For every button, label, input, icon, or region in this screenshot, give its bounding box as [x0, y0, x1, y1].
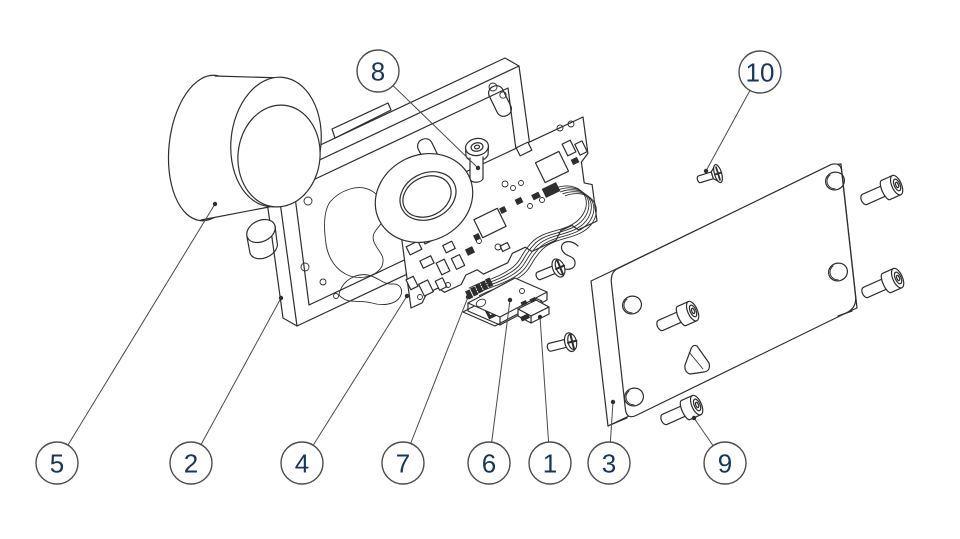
- leader-dot: [404, 293, 410, 299]
- flat-head-screw: [693, 162, 726, 190]
- ribbon-cable: [465, 185, 597, 300]
- housing-hole: [333, 293, 339, 299]
- callout-4: 4: [280, 293, 410, 485]
- leader-line: [539, 316, 551, 464]
- cap-screw-1: [856, 172, 906, 211]
- callout-3: 3: [587, 399, 631, 485]
- back-plate: [590, 163, 858, 427]
- housing-hole: [488, 82, 498, 92]
- leader-dot: [691, 415, 697, 421]
- callout-number: 6: [482, 448, 496, 478]
- housing-cast-feature: [324, 187, 386, 278]
- housing-hole: [300, 262, 310, 272]
- callout-number: 1: [543, 448, 557, 478]
- leader-line: [301, 295, 408, 464]
- leader-line: [56, 203, 216, 464]
- leader-dot: [703, 168, 709, 174]
- plate-cutout: [684, 344, 711, 375]
- callout-6: 6: [467, 297, 513, 485]
- callout-circle: [467, 441, 511, 485]
- callout-7: 7: [381, 294, 471, 485]
- callout-circle: [381, 441, 425, 485]
- callout-circle: [738, 50, 782, 94]
- leader-line: [190, 297, 282, 464]
- knob-stem: [246, 218, 278, 260]
- callout-9: 9: [691, 415, 747, 485]
- leader-dot: [507, 297, 513, 303]
- pan-screw-1: [531, 255, 569, 287]
- callout-5: 5: [35, 201, 218, 485]
- housing-cast-feature: [338, 274, 403, 305]
- module-connector: [517, 296, 550, 324]
- leader-dot: [610, 399, 616, 405]
- callout-number: 5: [50, 448, 64, 478]
- callout-number: 3: [602, 448, 616, 478]
- leader-dot: [475, 165, 481, 171]
- housing-hole: [303, 196, 313, 206]
- leader-line: [402, 296, 469, 464]
- callout-2: 2: [169, 295, 284, 485]
- callout-number: 9: [718, 448, 732, 478]
- callout-number: 7: [396, 448, 410, 478]
- callout-circle: [587, 441, 631, 485]
- cable-pad: [470, 286, 479, 297]
- callout-number: 4: [295, 448, 309, 478]
- sensor-module: [462, 277, 550, 327]
- callout-circle: [35, 441, 79, 485]
- callout-number: 2: [184, 448, 198, 478]
- callout-circle: [356, 49, 400, 93]
- cable-pad: [475, 283, 484, 294]
- housing-hole: [499, 91, 507, 99]
- spring-wire: [560, 241, 579, 270]
- cap-screw-2: [857, 265, 907, 304]
- housing-slot: [488, 85, 512, 117]
- leader-line: [377, 70, 479, 169]
- callout-circle: [528, 441, 572, 485]
- callout-circle: [703, 441, 747, 485]
- callout-circle: [169, 441, 213, 485]
- callout-1: 1: [528, 314, 572, 485]
- leader-line: [488, 299, 511, 464]
- knob-cap: [167, 74, 322, 222]
- lens-boss: [374, 152, 474, 244]
- callout-circle: [280, 441, 324, 485]
- callout-number: 8: [371, 56, 385, 86]
- leader-dot: [212, 201, 218, 207]
- callout-number: 10: [746, 57, 775, 87]
- pan-screw-2: [544, 330, 580, 359]
- cable-pad: [485, 277, 494, 288]
- callout-layer: 5 2 4 7 6 1 3 9 8 10: [35, 49, 782, 485]
- leader-dot: [465, 294, 471, 300]
- housing-hole: [319, 278, 327, 286]
- callout-8: 8: [356, 49, 481, 171]
- leader-dot: [537, 314, 543, 320]
- leader-dot: [278, 295, 284, 301]
- callout-10: 10: [703, 50, 782, 174]
- cable-pad: [480, 280, 489, 291]
